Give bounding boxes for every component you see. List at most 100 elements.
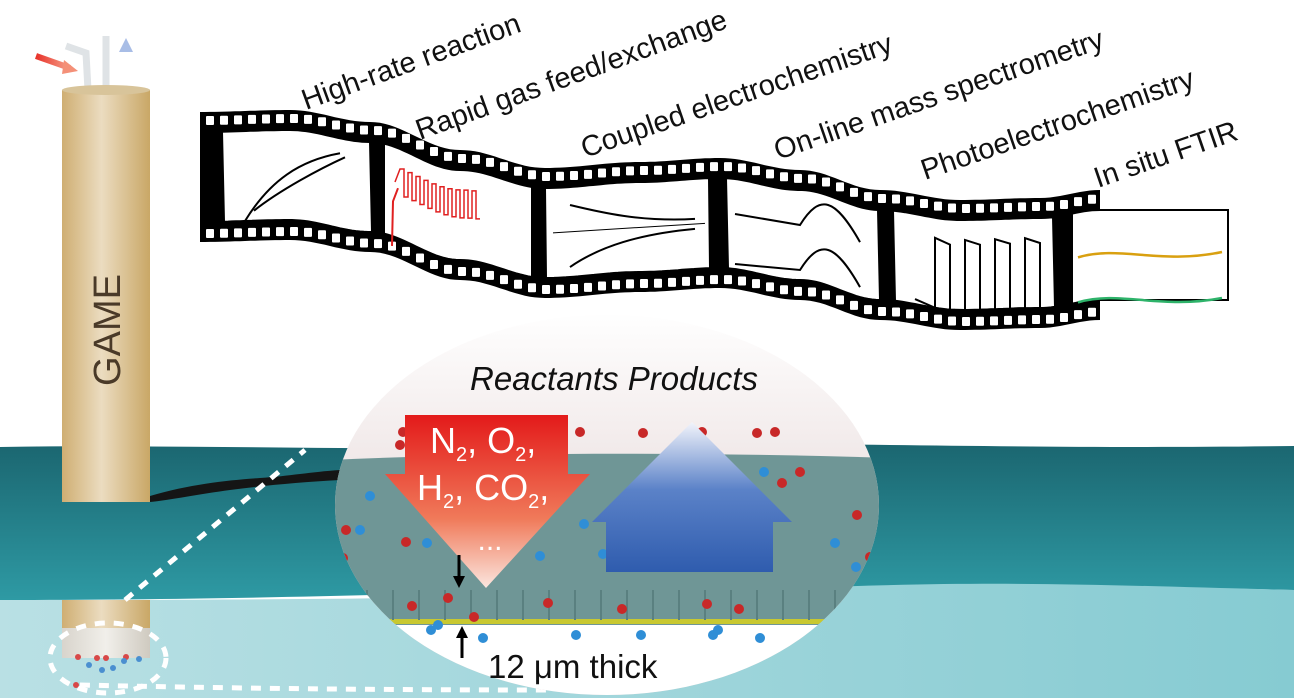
sprocket-hole [710,275,718,285]
sprocket-hole [640,279,648,288]
sprocket-hole [248,227,256,237]
sprocket-hole [1004,315,1012,325]
sprocket-hole [374,239,382,249]
sprocket-hole [696,275,704,285]
sprocket-hole [892,194,900,204]
sprocket-hole [430,260,438,269]
sprocket-hole [318,230,326,240]
sprocket-hole [612,167,620,177]
sprocket-hole [220,228,228,238]
sprocket-hole [612,280,620,290]
sprocket-hole [948,316,956,326]
sprocket-hole [402,133,410,143]
sprocket-hole [332,233,340,243]
sprocket-hole [976,316,984,326]
trace-ftir-2 [1077,296,1223,304]
red-particle [395,440,405,450]
sprocket-hole [794,173,802,183]
sprocket-hole [444,264,452,274]
thickness-label: 12 μm thick [488,648,658,685]
sprocket-hole [822,177,830,187]
sprocket-hole [878,193,886,203]
pore [444,590,446,620]
sprocket-hole [710,162,718,172]
sprocket-hole [486,270,494,280]
sprocket-hole [1074,310,1082,320]
reactants-more: ... [477,524,502,557]
pore [574,590,576,620]
sprocket-hole [570,171,578,181]
red-particle [407,601,417,611]
sprocket-hole [738,163,746,173]
trace-online-ms-upper [734,203,861,243]
sprocket-hole [850,187,858,197]
sprocket-hole [1088,194,1096,204]
sprocket-hole [514,166,522,176]
label-online-ms: On-line mass spectrometry [770,23,1108,166]
sprocket-hole [864,305,872,315]
sprocket-hole [598,168,606,178]
electrode-body-top [62,90,150,502]
blue-particle [535,551,545,561]
sprocket-hole [528,283,536,293]
sprocket-hole [724,162,732,172]
sprocket-hole [290,114,298,123]
pore [626,590,628,620]
red-particle [341,525,351,535]
sprocket-hole [430,147,438,156]
label-in-situ-ftir: In situ FTIR [1090,116,1242,195]
trace-coupled-ec-upper [569,204,696,221]
sprocket-hole [1060,313,1068,322]
sprocket-hole [1046,201,1054,211]
trace-high-rate [244,152,341,222]
sprocket-hole [1032,315,1040,325]
red-particle [795,467,805,477]
sprocket-hole [570,284,578,294]
sprocket-hole [626,279,634,289]
sprocket-hole [1060,200,1068,209]
sprocket-hole [906,196,914,206]
sprocket-hole [514,279,522,289]
sprocket-hole [836,182,844,192]
sprocket-hole [1032,202,1040,212]
sprocket-hole [556,284,564,294]
sprocket-hole [304,114,312,124]
red-particle [852,510,862,520]
trace-rapid-gas [394,168,480,220]
sprocket-hole [304,227,312,237]
blue-particle [598,549,608,559]
sprocket-hole [346,236,354,246]
sprocket-hole [780,172,788,182]
red-particle [770,427,780,437]
pore [756,590,758,620]
sprocket-hole [808,174,816,184]
blue-particle [433,620,443,630]
pore [418,590,420,620]
sprocket-hole [206,115,214,125]
red-particle [575,427,585,437]
sprocket-hole [262,114,270,124]
frame-photo-ec [892,209,1057,311]
sprocket-hole [976,203,984,213]
sprocket-hole [654,165,662,175]
blue-particle [579,519,589,529]
blue-particle [571,630,581,640]
frame-rapid-gas [383,142,533,279]
sprocket-hole [1088,307,1096,317]
sprocket-hole [276,114,284,124]
inset-title: Reactants Products [470,360,758,397]
sprocket-hole [388,128,396,138]
sprocket-hole [906,309,914,319]
sprocket-hole [892,307,900,317]
reactant-arrow-icon [385,415,590,588]
sprocket-hole [206,228,214,238]
sprocket-hole [472,154,480,164]
sprocket-hole [640,166,648,175]
blue-particle [830,538,840,548]
sprocket-hole [584,169,592,179]
sprocket-hole [724,275,732,285]
sprocket-hole [444,151,452,161]
sprocket-hole [262,227,270,237]
